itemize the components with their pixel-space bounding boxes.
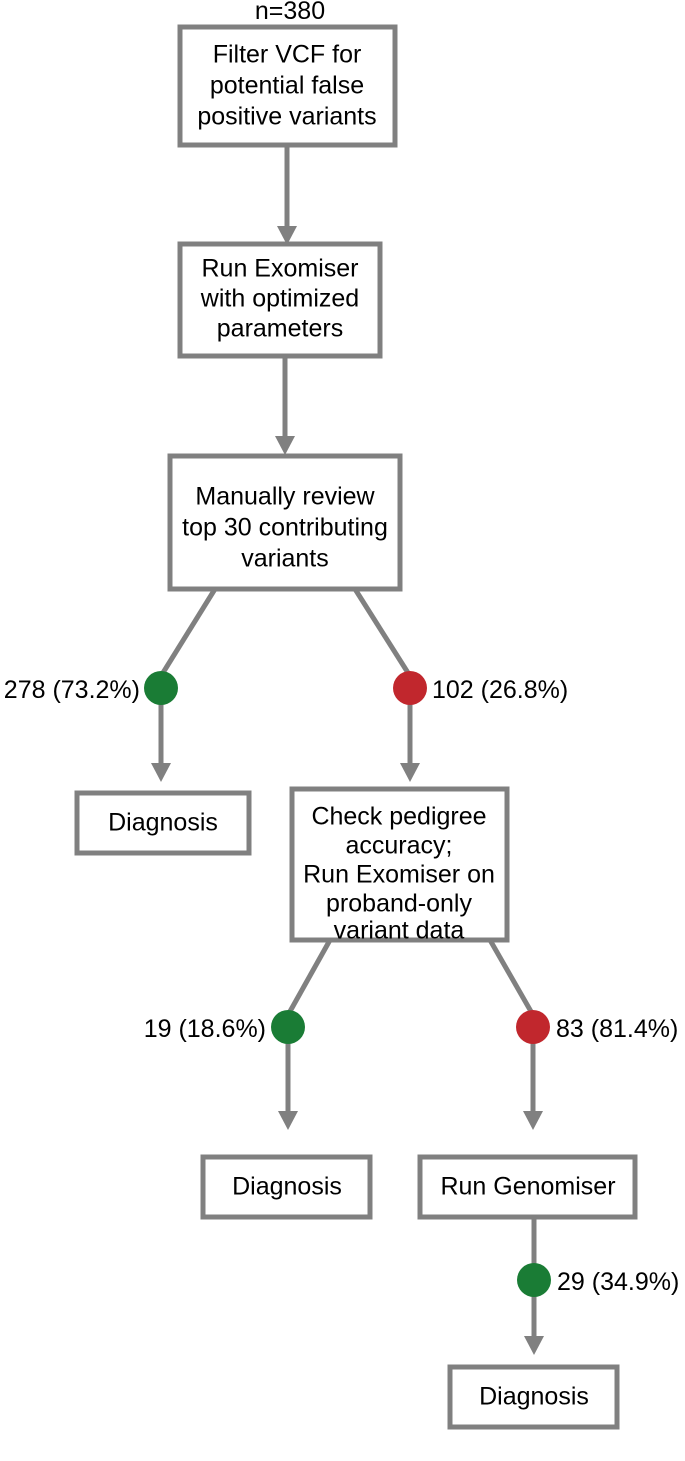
branch-29-group: 29 (34.9%) xyxy=(517,1263,679,1297)
branch-29-label: 29 (34.9%) xyxy=(557,1268,679,1296)
branch-102-group: 102 (26.8%) xyxy=(393,671,568,705)
box-diagnosis-3-label: Diagnosis xyxy=(479,1383,589,1411)
box-diagnosis-2-label: Diagnosis xyxy=(232,1173,342,1201)
box-filter-vcf-line-2: potential false xyxy=(210,72,364,100)
box-check-pedigree-line-1: Check pedigree xyxy=(311,803,486,831)
branch-278-label: 278 (73.2%) xyxy=(4,676,140,704)
box-diagnosis-3-rect xyxy=(447,1364,620,1430)
box-filter-vcf-line-1: Filter VCF for xyxy=(213,41,362,69)
branch-19-label: 19 (18.6%) xyxy=(144,1015,266,1043)
box-run-genomiser-label: Run Genomiser xyxy=(440,1173,615,1201)
box-filter-vcf-line-3: positive variants xyxy=(197,103,376,131)
green-dot-icon xyxy=(517,1263,551,1297)
box-check-pedigree-line-2: accuracy; xyxy=(346,832,453,860)
box-filter-vcf: Filter VCF for potential false positive … xyxy=(177,24,398,148)
box-run-exomiser-line-1: Run Exomiser xyxy=(202,255,359,283)
box-diagnosis-3: Diagnosis xyxy=(447,1364,620,1430)
branch-19-group: 19 (18.6%) xyxy=(144,1010,305,1044)
branch-83-label: 83 (81.4%) xyxy=(556,1015,678,1043)
box-manual-review-line-3: variants xyxy=(241,545,329,573)
box-diagnosis-1-rect xyxy=(74,790,252,856)
branch-102-label: 102 (26.8%) xyxy=(432,676,568,704)
box-manual-review-line-1: Manually review xyxy=(195,483,375,511)
box-run-genomiser-rect xyxy=(417,1154,638,1220)
box-diagnosis-2-rect xyxy=(200,1154,373,1220)
box-run-exomiser: Run Exomiser with optimized parameters xyxy=(177,241,383,359)
box-manual-review-rect xyxy=(167,453,403,592)
box-manual-review: Manually review top 30 contributing vari… xyxy=(167,453,403,592)
edge-filter-to-exomiser xyxy=(277,145,297,245)
box-check-pedigree-line-5: variant data xyxy=(334,917,465,945)
branch-83-group: 83 (81.4%) xyxy=(516,1010,678,1044)
box-run-exomiser-line-3: parameters xyxy=(217,315,343,343)
red-dot-icon xyxy=(393,671,427,705)
box-run-genomiser: Run Genomiser xyxy=(417,1154,638,1220)
box-filter-vcf-rect xyxy=(177,24,398,148)
box-run-exomiser-rect xyxy=(177,241,383,359)
edge-pedigree-to-diagnosis2 xyxy=(278,938,333,1130)
box-check-pedigree: Check pedigree accuracy; Run Exomiser on… xyxy=(289,786,510,945)
green-dot-icon xyxy=(144,671,178,705)
cohort-size-label: n=380 xyxy=(255,0,325,25)
box-run-exomiser-line-2: with optimized xyxy=(200,285,359,313)
box-diagnosis-1: Diagnosis xyxy=(74,790,252,856)
box-diagnosis-2: Diagnosis xyxy=(200,1154,373,1220)
edge-review-to-pedigree xyxy=(352,587,420,782)
edge-exomiser-to-review xyxy=(275,356,295,455)
box-check-pedigree-line-3: Run Exomiser on xyxy=(303,861,495,889)
box-diagnosis-1-label: Diagnosis xyxy=(108,809,218,837)
green-dot-icon xyxy=(271,1010,305,1044)
edge-genomiser-to-diagnosis3 xyxy=(524,1217,544,1355)
edge-pedigree-to-genomiser xyxy=(487,938,543,1130)
box-manual-review-line-2: top 30 contributing xyxy=(182,514,388,542)
edge-review-to-diagnosis1 xyxy=(151,587,218,782)
branch-278-group: 278 (73.2%) xyxy=(4,671,178,705)
box-check-pedigree-rect xyxy=(289,786,510,943)
box-check-pedigree-line-4: proband-only xyxy=(326,890,472,918)
red-dot-icon xyxy=(516,1010,550,1044)
